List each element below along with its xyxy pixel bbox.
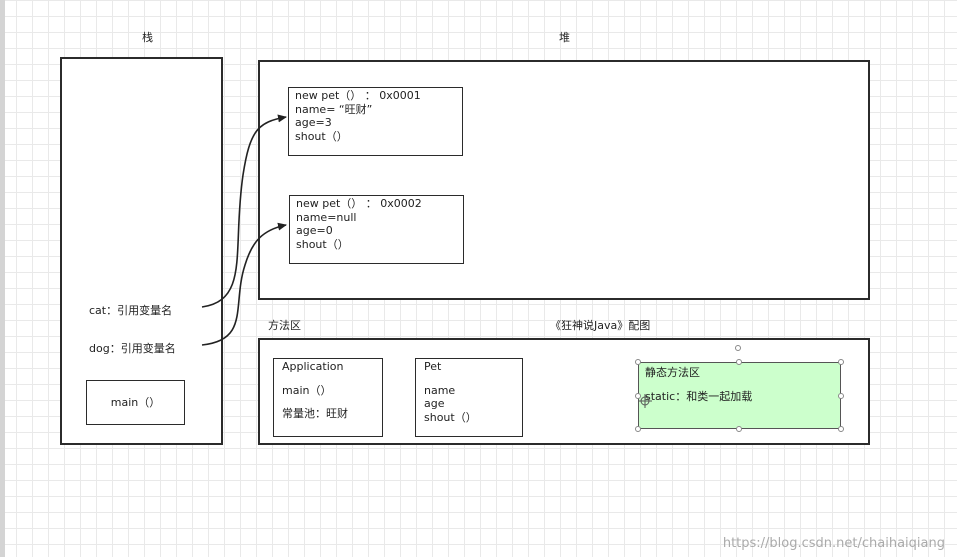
diagram-caption: 《狂神说Java》配图 [550,319,651,332]
static-method-area[interactable]: 静态方法区 static：和类一起加载 [638,362,841,429]
method-area-title: 方法区 [268,319,301,332]
heap-object-1[interactable]: new pet（） ： 0x0001 name= “旺财” age=3 shou… [288,87,463,156]
pet-class-name: Pet [424,360,442,373]
object-1-line: name= “旺财” [295,102,373,116]
watermark: https://blog.csdn.net/chaihaiqiang [722,536,945,551]
main-frame[interactable]: main（） [86,380,185,425]
resize-handle-nw[interactable] [635,359,641,365]
object-2-line: age=0 [296,224,333,237]
object-2-line: new pet（） ： 0x0002 [296,197,422,210]
resize-handle-se[interactable] [838,426,844,432]
heap-object-2[interactable]: new pet（） ： 0x0002 name=null age=0 shout… [289,195,464,264]
constant-pool: 常量池：旺财 [282,407,348,420]
static-area-title: 静态方法区 [645,366,700,379]
resize-handle-e[interactable] [838,393,844,399]
resize-handle-ne[interactable] [838,359,844,365]
application-class[interactable]: Application main（） 常量池：旺财 [273,358,383,437]
object-1-line: age=3 [295,116,332,129]
resize-handle-n[interactable] [736,359,742,365]
cat-reference[interactable]: cat：引用变量名 [89,304,173,317]
dog-reference[interactable]: dog：引用变量名 [89,342,176,355]
main-frame-label: main（） [110,395,161,409]
application-main-method: main（） [282,383,332,397]
application-class-name: Application [282,360,344,373]
resize-handle-sw[interactable] [635,426,641,432]
static-area-note: static：和类一起加载 [645,389,753,403]
rotate-handle[interactable] [735,345,741,351]
pet-field: name [424,383,456,397]
resize-handle-w[interactable] [635,393,641,399]
heap-title: 堆 [559,31,570,44]
object-1-line: new pet（） ： 0x0001 [295,89,421,102]
pet-method: shout（） [424,410,477,424]
pet-class[interactable]: Pet name age shout（） [415,358,523,437]
window-edge [0,0,5,557]
stack-title: 栈 [142,31,153,44]
object-2-line: name=null [296,210,357,224]
object-1-line: shout（） [295,129,348,143]
resize-handle-s[interactable] [736,426,742,432]
pet-field: age [424,397,445,410]
object-2-line: shout（） [296,237,349,251]
